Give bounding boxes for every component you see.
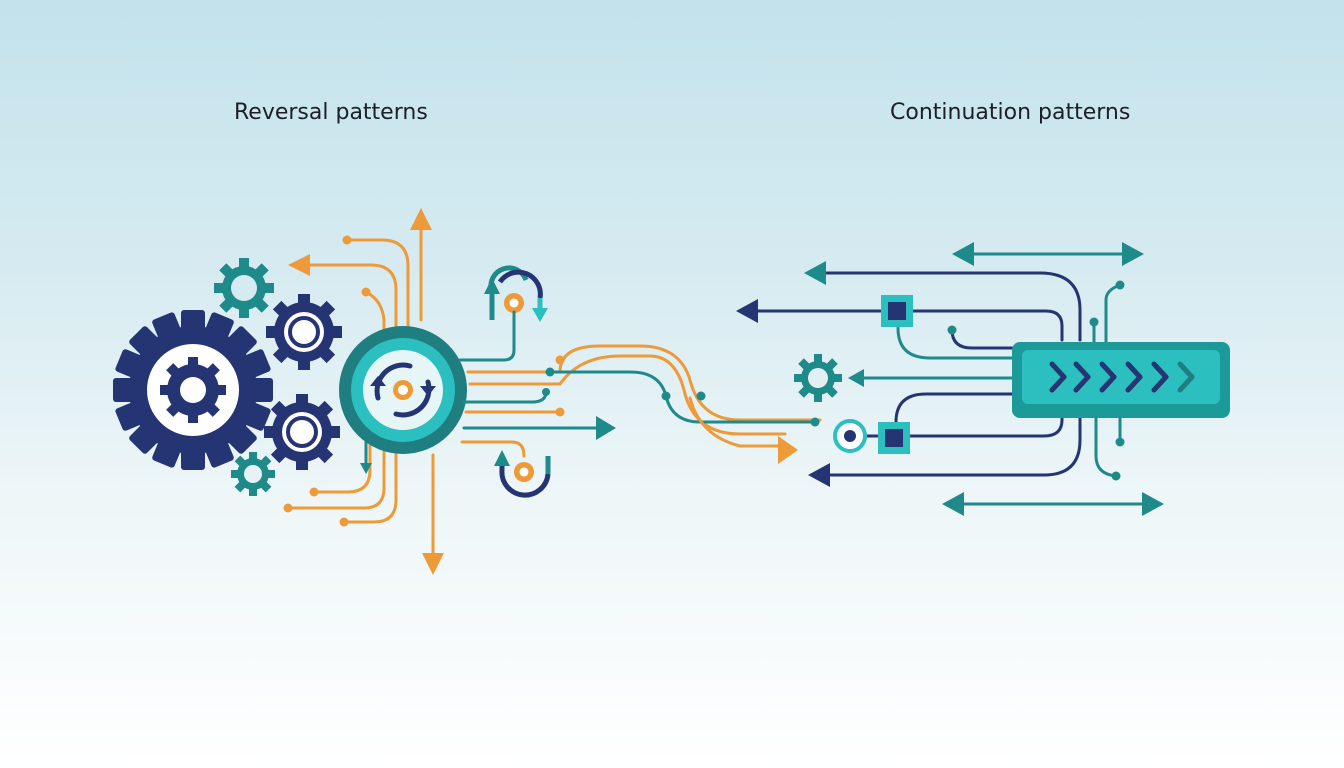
ring-node xyxy=(833,419,867,453)
continuation-dots xyxy=(947,280,1125,481)
continuation-patterns-label: Continuation patterns xyxy=(890,100,1131,125)
loop-down-icon xyxy=(494,450,551,498)
continuation-block xyxy=(1012,342,1230,418)
small-gear-top-icon xyxy=(214,258,274,318)
hub-output-lines xyxy=(458,310,616,458)
square-node-bottom xyxy=(878,422,910,454)
medium-gear-upper-icon xyxy=(266,294,342,370)
bridge-lines xyxy=(466,344,822,448)
small-gear-bottom-icon xyxy=(231,452,275,496)
bridge-dots xyxy=(545,355,820,427)
teal-down-arrow xyxy=(360,440,372,474)
square-node-top xyxy=(881,295,913,327)
reversal-connector-dots xyxy=(283,235,371,527)
reversal-patterns-label: Reversal patterns xyxy=(234,100,428,125)
reversal-hub xyxy=(339,326,467,454)
chevron-arrows-icon xyxy=(1049,361,1195,393)
bridge-arrow xyxy=(778,436,798,464)
continuation-arrowheads xyxy=(736,242,1164,516)
loop-up-icon xyxy=(484,265,548,322)
small-gear-right-icon xyxy=(794,354,842,402)
medium-gear-lower-icon xyxy=(264,394,340,470)
large-gear-icon xyxy=(113,310,273,470)
